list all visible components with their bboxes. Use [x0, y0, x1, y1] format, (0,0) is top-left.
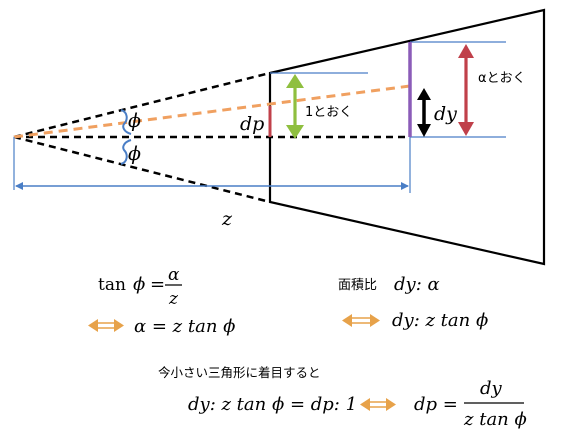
ray-lower-dashed — [13, 135, 271, 204]
equiv-arrow-3 — [360, 398, 396, 411]
label-phi-upper: ϕ — [128, 110, 141, 132]
dy-arrowhead-up — [417, 88, 431, 100]
eq1-tan: tan — [98, 275, 126, 295]
eq3: dy: z tan ϕ — [392, 310, 488, 331]
label-alpha: αとおく — [478, 71, 526, 86]
equiv-arrow-3-head-left — [360, 398, 370, 411]
label-z: z — [221, 208, 233, 230]
eq1-denominator: z — [168, 289, 179, 309]
equiv-arrow-1 — [88, 319, 124, 332]
label-dp: dp — [240, 113, 264, 135]
eq2: α = z tan ϕ — [134, 316, 235, 337]
triangle-note: 今小さい三角形に着目すると — [158, 365, 321, 380]
green-arrowhead-down — [286, 125, 304, 139]
equiv-arrow-3-head-right — [386, 398, 396, 411]
eq1-numerator: α — [168, 265, 180, 285]
equiv-arrow-2-head-left — [342, 314, 352, 327]
eq1-phi: ϕ — [133, 274, 145, 295]
area-ratio-label: 面積比 — [338, 278, 377, 293]
equiv-arrow-1-head-right — [114, 319, 124, 332]
brace-phi-upper — [120, 109, 132, 135]
eq4-right-lhs: dp = — [414, 394, 458, 415]
label-dy: dy — [434, 103, 457, 125]
equiv-arrow-1-head-left — [88, 319, 98, 332]
orange-ray-dashed — [13, 84, 411, 139]
equation-dp: dp = dy z tan ϕ — [414, 378, 527, 430]
eq1-equals: = — [150, 274, 165, 295]
red-arrowhead-up — [458, 44, 474, 58]
equiv-arrow-2 — [342, 314, 380, 327]
label-one: 1とおく — [305, 105, 352, 120]
area-ratio-expr: dy: α — [394, 274, 440, 295]
ray-upper-dashed — [13, 71, 271, 139]
eq4-right-denominator: z tan ϕ — [463, 409, 527, 430]
green-arrowhead-up — [286, 74, 304, 88]
frustum-outline — [268, 8, 546, 266]
eq4-left: dy: z tan ϕ = dp: 1 — [188, 394, 357, 415]
brace-phi-lower — [120, 139, 132, 165]
red-arrowhead-down — [458, 122, 474, 136]
dy-arrowhead-down — [417, 124, 431, 137]
equiv-arrow-2-head-right — [370, 314, 380, 327]
equation-tan-phi: tan ϕ = α z — [98, 265, 182, 309]
label-phi-lower: ϕ — [128, 143, 141, 165]
eq4-right-numerator: dy — [480, 378, 503, 399]
